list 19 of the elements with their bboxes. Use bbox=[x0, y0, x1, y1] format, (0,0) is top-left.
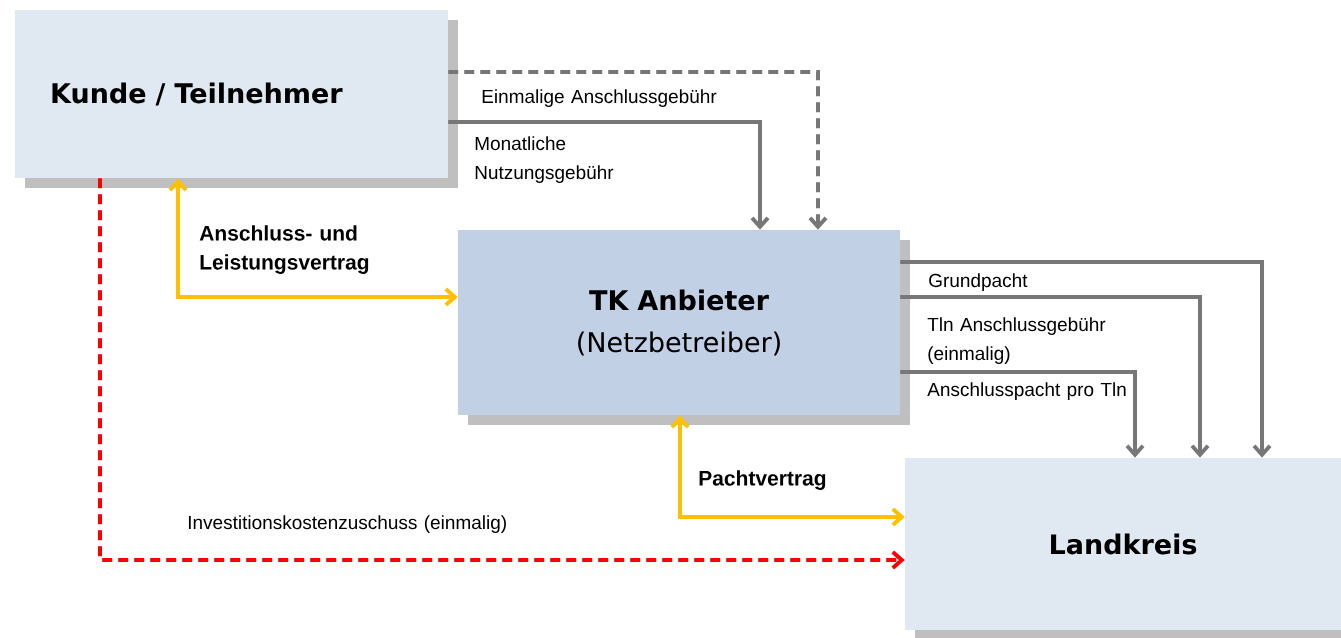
arrow bbox=[98, 178, 905, 570]
arrow bbox=[900, 295, 1210, 458]
edge-label: Pachtvertrag bbox=[699, 470, 826, 490]
edge-label: Tln Anschlussgebühr (einmalig) bbox=[927, 317, 1106, 364]
process-box: Landkreis bbox=[905, 458, 1341, 638]
edge-label: Monatliche Nutzungsgebühr bbox=[475, 136, 614, 183]
process-box: TK Anbieter (Netzbetreiber) bbox=[458, 230, 910, 425]
arrow bbox=[900, 260, 1272, 458]
arrow bbox=[448, 120, 770, 230]
edge-label: Anschluss- und Leistungsvertrag bbox=[199, 225, 369, 274]
arrow bbox=[448, 70, 828, 230]
arrow bbox=[900, 370, 1145, 458]
arrow bbox=[670, 415, 905, 527]
arrow bbox=[168, 178, 458, 307]
customer-box: Kunde / Teilnehmer bbox=[15, 10, 458, 188]
edge-label: Einmalige Anschlussgebühr bbox=[482, 89, 717, 107]
edge-label: Grundpacht bbox=[929, 273, 1028, 291]
edge-label: Anschlusspacht pro Tln bbox=[927, 382, 1126, 400]
edge-label: Investitionskostenzuschuss (einmalig) bbox=[188, 515, 506, 533]
